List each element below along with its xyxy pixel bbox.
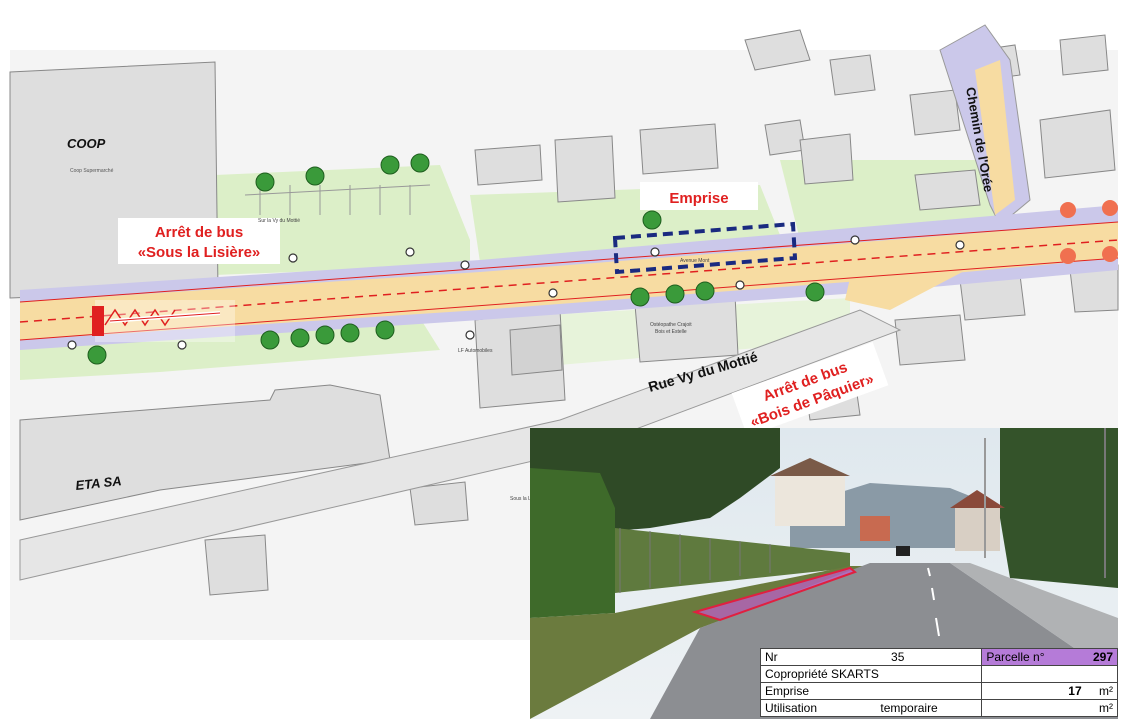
road-chemin-de-l-oree-yellow [975, 60, 1015, 215]
label-coop-sub: Coop Supermarché [70, 168, 114, 174]
building [799, 133, 854, 185]
building [409, 481, 469, 526]
building [509, 324, 563, 376]
parcelle-cell: Parcelle n° 297 [981, 648, 1118, 666]
parcel-info-table: Nr 35 Parcelle n° 297 Copropriété SKARTS… [759, 648, 1118, 717]
use-label: Utilisation [765, 701, 818, 715]
building [639, 123, 719, 175]
label-small: Bois et Estelle [655, 329, 687, 335]
building [1059, 34, 1109, 76]
label-small: Sous la Lisière [510, 496, 543, 502]
empty-cell [981, 665, 1118, 683]
street-photo [530, 428, 1118, 719]
use-unit: m² [981, 699, 1118, 717]
emprise-unit: m² [1099, 684, 1113, 698]
building [829, 54, 876, 96]
building [1039, 109, 1116, 179]
building [909, 89, 961, 136]
label-emprise: Emprise [669, 190, 728, 207]
building [914, 169, 981, 211]
use-value: temporaire [880, 701, 938, 715]
tree-icon [87, 153, 825, 365]
label-small: Avenue Mont [680, 258, 710, 264]
road-rue-vy-du-mottie [19, 309, 902, 581]
emprise-label: Emprise [759, 682, 983, 700]
road-branch [845, 268, 970, 310]
building-eta [19, 384, 391, 521]
use-cell: Utilisation temporaire [759, 699, 983, 717]
label-bus-stop-1-line2: «Sous la Lisière» [138, 244, 261, 261]
table-row: Nr 35 [759, 648, 983, 666]
building [204, 534, 269, 596]
label-eta: ETA SA [75, 473, 123, 493]
emprise-dashed-box [612, 221, 798, 275]
label-small: Sur la Vy du Mottié [258, 218, 300, 224]
label-coop: COOP [67, 136, 106, 151]
parcelle-value: 297 [1092, 650, 1113, 664]
emprise-value-cell: 17 m² [981, 682, 1118, 700]
building [474, 144, 543, 186]
nr-label: Nr [765, 650, 778, 664]
building [764, 119, 806, 156]
building [894, 314, 966, 366]
owner-cell: Copropriété SKARTS [759, 665, 983, 683]
nr-value: 35 [891, 650, 905, 664]
emprise-value: 17 [1068, 684, 1082, 698]
emprise-strip [691, 566, 858, 622]
building [554, 135, 616, 203]
green-area [20, 318, 440, 380]
label-bus-stop-1-line1: Arrêt de bus [155, 224, 243, 241]
building [744, 29, 811, 71]
label-small: LF Automobiles [458, 348, 493, 354]
parcelle-label: Parcelle n° [986, 650, 1045, 664]
label-small: Ostéopathe Crajoit [650, 322, 692, 328]
